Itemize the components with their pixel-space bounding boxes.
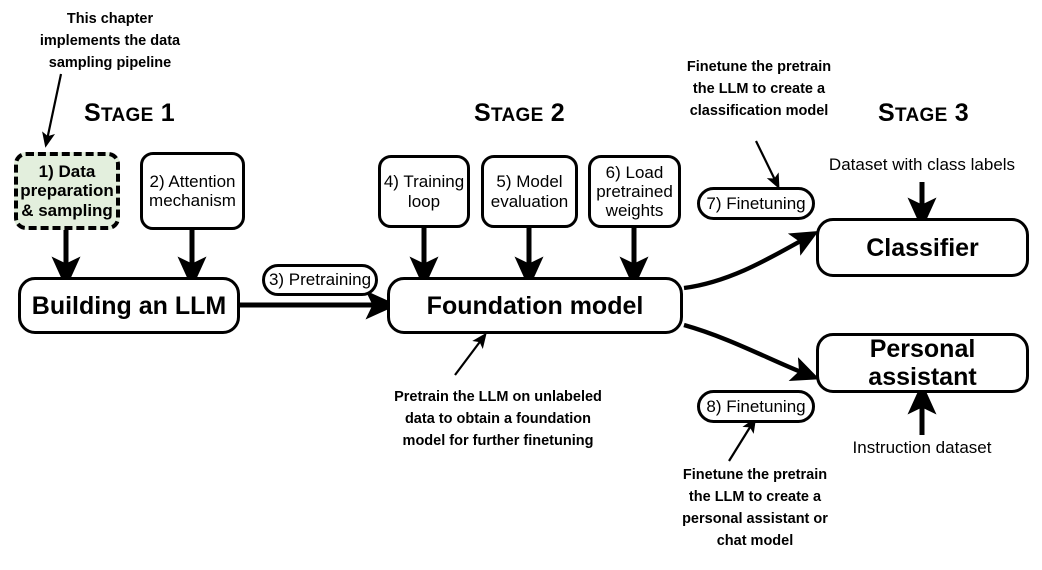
edge-label-pretraining[interactable]: 3) Pretraining — [262, 264, 378, 296]
node-classifier[interactable]: Classifier — [816, 218, 1029, 277]
arrow-chapter-note — [42, 73, 63, 148]
stage1-rest: TAGE — [100, 105, 154, 126]
arrow-pretrain-note — [454, 332, 487, 376]
stage1-lead: S — [84, 99, 101, 127]
stage3-rest: TAGE — [894, 105, 948, 126]
edge-label-finetuning-7[interactable]: 7) Finetuning — [697, 187, 815, 220]
label-instruction-dataset: Instruction dataset — [852, 438, 992, 457]
annotation-pretrain-note: Pretrain the LLM on unlabeled data to ob… — [394, 389, 602, 450]
node-data-preparation-sampling[interactable]: 1) Data preparation & sampling — [14, 152, 120, 230]
stage2-rest: TAGE — [490, 105, 544, 126]
arrow-foundation-to-assistant — [683, 322, 820, 381]
node-load-pretrained-weights[interactable]: 6) Load pretrained weights — [588, 155, 681, 228]
arrow-foundation-to-classifier — [683, 230, 819, 291]
stage-label-2: STAGE 2 — [474, 99, 565, 128]
annotation-chapter-note: This chapter implements the data samplin… — [39, 11, 181, 72]
node-model-evaluation[interactable]: 5) Model evaluation — [481, 155, 578, 228]
annotation-classification-note: Finetune the pretrain the LLM to create … — [686, 59, 832, 120]
stage3-num: 3 — [947, 99, 970, 127]
edge-label-finetuning-8[interactable]: 8) Finetuning — [697, 390, 815, 423]
stage2-lead: S — [474, 99, 491, 127]
node-attention-mechanism[interactable]: 2) Attention mechanism — [140, 152, 245, 230]
annotation-assistant-note: Finetune the pretrain the LLM to create … — [682, 467, 828, 550]
node-foundation-model[interactable]: Foundation model — [387, 277, 683, 334]
node-training-loop[interactable]: 4) Training loop — [378, 155, 470, 228]
stage1-num: 1 — [153, 99, 176, 127]
label-dataset-with-class-labels: Dataset with class labels — [828, 155, 1016, 174]
stage-label-3: STAGE 3 — [878, 99, 969, 128]
node-personal-assistant[interactable]: Personal assistant — [816, 333, 1029, 393]
node-building-an-llm[interactable]: Building an LLM — [18, 277, 240, 334]
arrow-classification-note — [755, 140, 780, 190]
stage-label-1: STAGE 1 — [84, 99, 175, 128]
stage2-num: 2 — [543, 99, 566, 127]
stage3-lead: S — [878, 99, 895, 127]
arrow-assistant-note — [728, 417, 757, 462]
